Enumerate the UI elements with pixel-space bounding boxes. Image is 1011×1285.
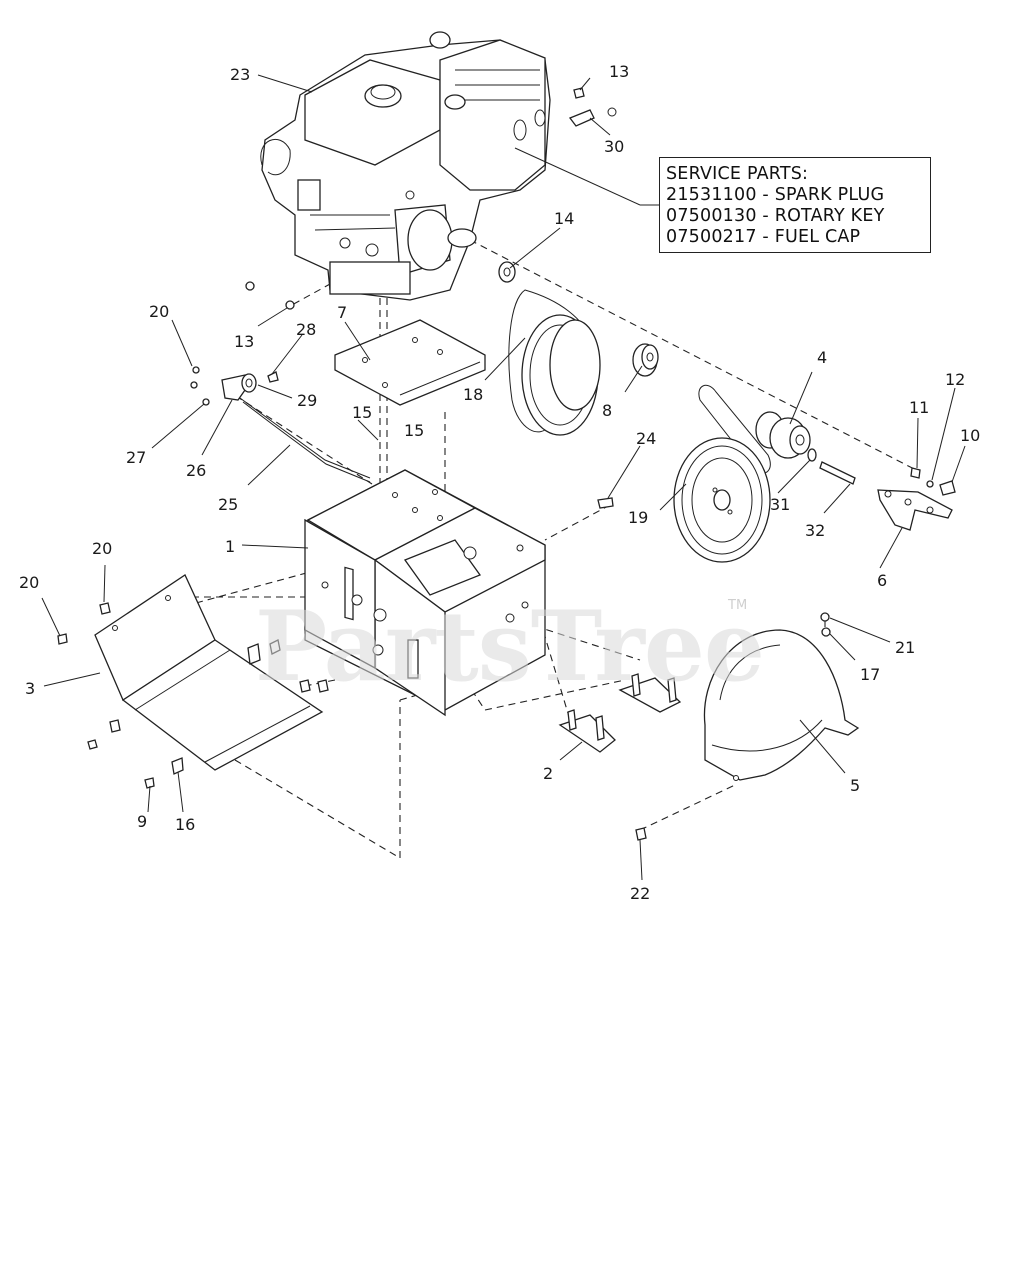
service-part-spark-plug: 21531100 - SPARK PLUG (666, 185, 885, 205)
callout-20-left: 20 (149, 302, 169, 321)
floor-plate-3 (94, 574, 324, 771)
callout-28: 28 (296, 320, 316, 339)
frame-1 (304, 469, 546, 717)
callout-labels: 23 13 30 14 20 13 28 7 29 18 8 4 12 11 1… (19, 62, 980, 903)
service-part-rotary-key: 07500130 - ROTARY KEY (666, 206, 885, 226)
callout-8: 8 (602, 401, 612, 420)
callout-25: 25 (218, 495, 238, 514)
service-part-fuel-cap: 07500217 - FUEL CAP (666, 227, 861, 247)
callout-13-bottom: 13 (234, 332, 254, 351)
belt-cover-5 (703, 629, 860, 781)
service-parts-box: SERVICE PARTS: 21531100 - SPARK PLUG 075… (659, 157, 931, 253)
plate-7 (334, 319, 486, 406)
callout-10: 10 (960, 426, 980, 445)
hardware-17-21-22 (635, 612, 831, 841)
washer-14 (498, 261, 516, 283)
callout-14: 14 (554, 209, 574, 228)
callout-16: 16 (175, 815, 195, 834)
callout-30: 30 (604, 137, 624, 156)
callout-11: 11 (909, 398, 929, 417)
bracket-6 (877, 467, 956, 531)
bracket-2 (558, 673, 682, 753)
callout-15-right: 15 (404, 421, 424, 440)
callout-5: 5 (850, 776, 860, 795)
callout-24: 24 (636, 429, 656, 448)
callout-20-mid: 20 (92, 539, 112, 558)
callout-21: 21 (895, 638, 915, 657)
callout-15-left: 15 (352, 403, 372, 422)
linkage-25 (190, 366, 371, 483)
hardware-13-30 (568, 87, 617, 127)
nuts-13 (245, 281, 295, 310)
callout-3: 3 (25, 679, 35, 698)
hardware-31-32 (807, 448, 856, 485)
callout-12: 12 (945, 370, 965, 389)
callout-1: 1 (225, 537, 235, 556)
callout-19: 19 (628, 508, 648, 527)
engine-part (260, 31, 551, 301)
callout-6: 6 (877, 571, 887, 590)
callout-29: 29 (297, 391, 317, 410)
callout-17: 17 (860, 665, 880, 684)
callout-13-top: 13 (609, 62, 629, 81)
leader-lines (41, 74, 966, 881)
pulley-8 (632, 343, 659, 377)
watermark: PartsTree (255, 590, 765, 703)
callout-23: 23 (230, 65, 250, 84)
callout-20-far: 20 (19, 573, 39, 592)
bolt-24 (597, 497, 614, 509)
watermark-trademark: TM (728, 598, 748, 613)
callout-32: 32 (805, 521, 825, 540)
callout-26: 26 (186, 461, 206, 480)
callout-9: 9 (137, 812, 147, 831)
callout-2: 2 (543, 764, 553, 783)
pulley-18 (508, 289, 601, 436)
callout-31: 31 (770, 495, 790, 514)
callout-7: 7 (337, 303, 347, 322)
callout-18: 18 (463, 385, 483, 404)
pulley-4 (755, 411, 811, 459)
pulley-19 (673, 384, 771, 563)
callout-27: 27 (126, 448, 146, 467)
callout-22: 22 (630, 884, 650, 903)
service-parts-heading: SERVICE PARTS: (666, 164, 809, 184)
callout-4: 4 (817, 348, 827, 367)
hardware-9-16-20 (57, 602, 329, 789)
